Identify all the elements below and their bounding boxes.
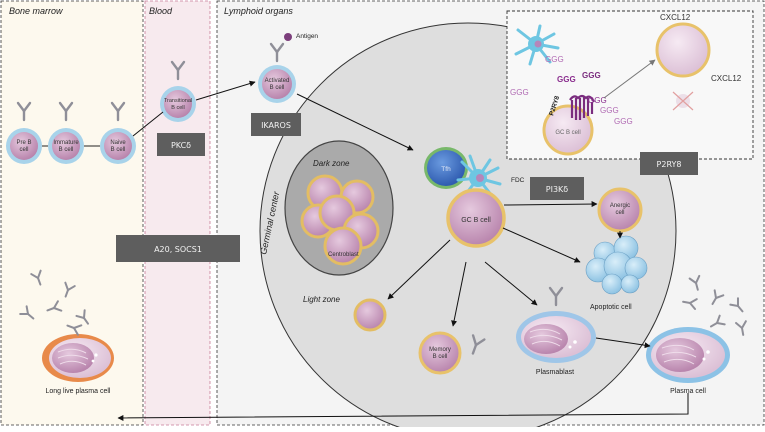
anergic-cell: Anergic cell [597,187,643,233]
tfh-cell: Tfh [424,147,468,189]
memory-b-cell: Memory B cell [418,331,486,375]
activated-b-cell: Activated B cell [258,33,296,103]
ggg-3: GGG [557,75,576,84]
long-lived-plasma-cell [42,334,114,382]
svg-text:B cell: B cell [270,85,285,91]
svg-text:B cell: B cell [111,147,126,153]
gc-b-cell: GC B cell [446,188,506,248]
immature-b-cell: Immature B cell [48,101,84,164]
svg-text:Tfh: Tfh [441,166,451,173]
arrow-activated-to-gc [296,93,414,151]
pi3kd-tag [530,177,584,200]
gc-arrows [387,201,651,349]
pre-b-cell: Pre B cell [6,101,42,164]
svg-text:GC B cell: GC B cell [555,130,580,136]
ggg-ligands: GGG GGG GGG GGG GGG GGG GGG [510,55,633,126]
cxcl12-label-top: CXCL12 [660,13,691,22]
ikaros-tag-text: IKAROS [261,121,291,130]
cxcl12-label-right: CXCL12 [711,74,742,83]
svg-text:Naive: Naive [110,140,126,146]
blocked-cell [672,91,694,111]
arrow-to-cxcl12 [603,59,656,99]
pkcd-tag [157,133,205,156]
pkcd-tag-text: PKCδ [171,141,191,150]
ggg-7: GGG [614,117,633,126]
svg-text:B cell: B cell [171,105,184,111]
a20-socs1-tag-text: A20, SOCS1 [154,245,202,254]
fdc-label: FDC [511,177,525,184]
lymphoid-organs-title: Lymphoid organs [224,6,293,16]
naive-b-cell: Naive B cell [100,101,136,164]
transitional-b-cell: Transitional B cell [160,60,196,122]
ggg-2: GGG [510,88,529,97]
ggg-1: GGG [545,55,564,64]
svg-text:cell: cell [19,147,28,153]
svg-text:Immature: Immature [53,140,79,146]
dendritic-cell-inset [514,24,560,66]
light-zone-label: Light zone [303,295,340,304]
ggg-5: GGG [588,96,607,105]
svg-text:Anergic: Anergic [610,203,630,209]
centroblast-label: Centroblast [328,252,359,258]
svg-text:GC B cell: GC B cell [461,217,491,224]
cxcl12-cell [655,22,711,78]
svg-text:Memory: Memory [429,347,451,353]
apoptotic-label: Apoptotic cell [590,304,632,311]
centroblast-cluster [300,174,380,266]
svg-text:B cell: B cell [433,354,448,360]
a20-socs1-tag [116,235,240,262]
blood-panel [144,0,211,426]
fdc-cell [456,154,502,198]
p2ry8-receptor [569,94,595,120]
arrow-plasma-to-bone-marrow [117,393,689,421]
ggg-6: GGG [600,106,619,115]
svg-text:Transitional: Transitional [164,98,192,104]
plasmablast-label: Plasmablast [536,369,574,376]
arrow-transitional-to-activated [195,80,256,101]
arrow-naive-to-transitional [132,111,164,137]
bone-marrow-title: Bone marrow [9,6,63,16]
svg-text:Activated: Activated [265,78,290,84]
light-zone-cell [353,298,387,332]
svg-text:B cell: B cell [59,147,74,153]
apoptotic-cell [585,235,648,295]
svg-text:Pre B: Pre B [16,140,31,146]
antigen-label: Antigen [296,33,318,40]
dark-zone-label: Dark zone [313,159,350,168]
ggg-4: GGG [582,71,601,80]
plasmablast [516,286,596,363]
plasma-cell-label: Plasma cell [670,388,706,395]
p2ry8-tag [640,152,698,175]
long-lived-plasma-label: Long live plasma cell [46,388,111,395]
blood-title: Blood [149,6,173,16]
plasma-cell [646,327,730,383]
p2ry8-tag-text: P2RY8 [657,160,682,169]
pi3kd-tag-text: PI3Kδ [546,185,569,194]
svg-text:cell: cell [615,210,624,216]
ikaros-tag [251,113,301,136]
